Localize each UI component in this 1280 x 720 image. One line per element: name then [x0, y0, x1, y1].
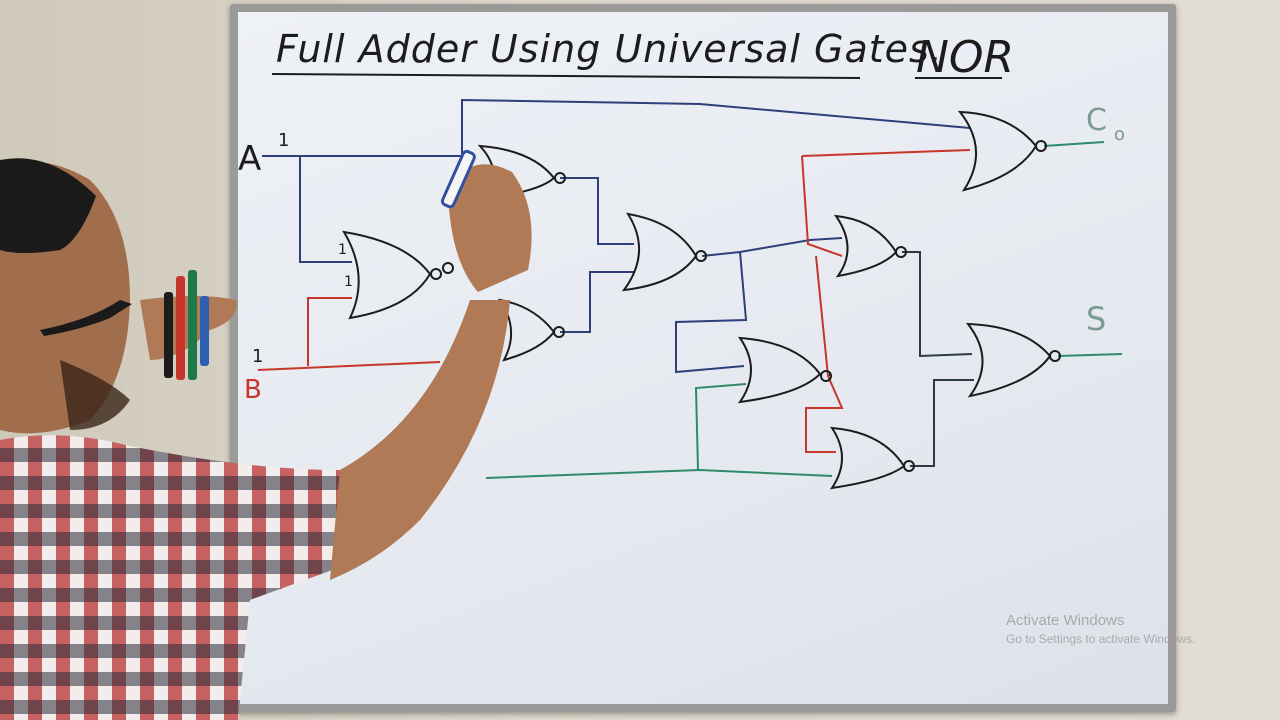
watermark-line-2: Go to Settings to activate Windows.	[1006, 632, 1196, 646]
input-a-label: A	[238, 139, 261, 179]
nor-gate-1	[342, 230, 454, 320]
nor-gate-6	[833, 214, 907, 278]
wires-dark	[829, 251, 974, 467]
input-b-bit: 1	[252, 346, 263, 367]
nor-gate-1-bubble	[430, 268, 442, 280]
nor-gate-9-sum	[965, 322, 1061, 398]
gate1-input-bottom-bit: 1	[344, 274, 353, 290]
nor-gate-5-carry	[957, 110, 1047, 192]
gate-type-label: NOR	[916, 32, 1014, 83]
page-title: Full Adder Using Universal Gates.	[276, 27, 943, 71]
input-b-label: B	[244, 375, 262, 405]
wires-blue	[262, 98, 971, 374]
gate1-input-top-bit: 1	[338, 242, 347, 258]
nor-gate-7	[737, 336, 832, 404]
activation-watermark: Activate Windows Go to Settings to activ…	[1006, 612, 1256, 646]
nor-gate-3	[497, 298, 565, 362]
input-a-bit: 1	[278, 130, 289, 151]
wires-green	[485, 141, 1123, 479]
nor-gate-8	[829, 426, 915, 490]
nor-gate-2	[477, 144, 566, 200]
carry-out-label: C	[1086, 103, 1107, 138]
title-underline	[271, 73, 861, 79]
sum-label: S	[1086, 300, 1106, 338]
watermark-line-1: Activate Windows	[1006, 612, 1125, 629]
nor-gate-4	[621, 212, 707, 292]
wires-red	[257, 149, 971, 453]
carry-out-subscript: o	[1114, 124, 1125, 145]
